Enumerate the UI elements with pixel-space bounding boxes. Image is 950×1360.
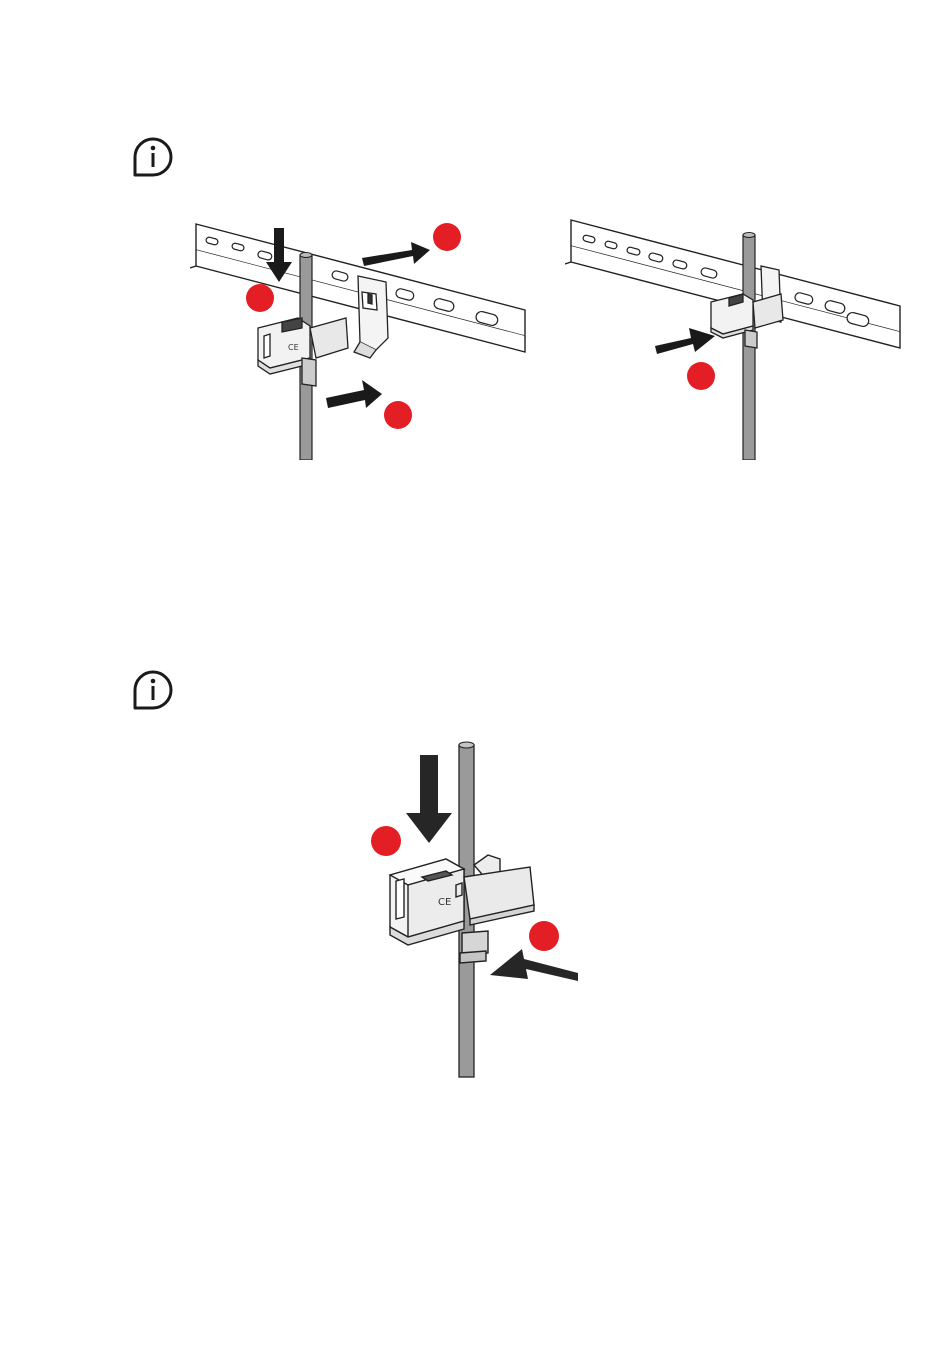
arrow-left-up bbox=[490, 949, 578, 981]
svg-text:CE: CE bbox=[288, 343, 299, 352]
step-marker bbox=[529, 921, 559, 951]
info-icon bbox=[131, 135, 175, 179]
arrow-right-up bbox=[326, 380, 382, 408]
din-rail bbox=[190, 224, 525, 352]
step-marker bbox=[687, 362, 715, 390]
info-icon bbox=[131, 668, 175, 712]
figure-mount-on-rail: CE bbox=[190, 210, 530, 460]
arrow-right-up bbox=[362, 242, 430, 266]
arrow-down bbox=[406, 755, 452, 843]
clamp-body: CE bbox=[258, 318, 348, 386]
step-marker bbox=[371, 826, 401, 856]
svg-text:CE: CE bbox=[438, 897, 451, 908]
rail-clip bbox=[354, 276, 388, 358]
arrow-right-up bbox=[655, 328, 715, 354]
clamp-body: CE bbox=[390, 855, 534, 963]
figure-mounted-on-rail bbox=[565, 210, 905, 460]
step-marker bbox=[433, 223, 461, 251]
step-marker bbox=[384, 401, 412, 429]
figure-mount-on-cable: CE bbox=[360, 735, 590, 1080]
step-marker bbox=[246, 284, 274, 312]
